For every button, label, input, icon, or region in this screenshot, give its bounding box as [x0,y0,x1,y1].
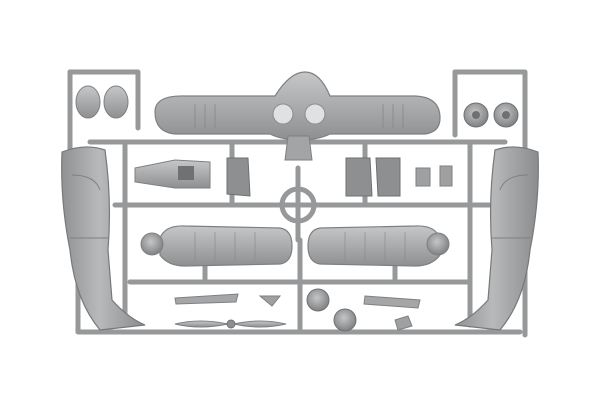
propeller [174,319,287,329]
fuselage-half-left [61,146,146,331]
cockpit-floor [134,159,211,189]
lower-wing-left [140,225,293,267]
sprue-ring [279,186,317,224]
cowling-panels [226,157,401,197]
upper-wing [154,71,441,161]
lower-wing-right [307,225,450,267]
cowl-halves-top-left [75,85,129,119]
small-detail-parts [258,165,453,332]
fuselage-half-right [454,146,539,331]
struts [174,293,421,309]
wheel-hubs [463,102,519,128]
